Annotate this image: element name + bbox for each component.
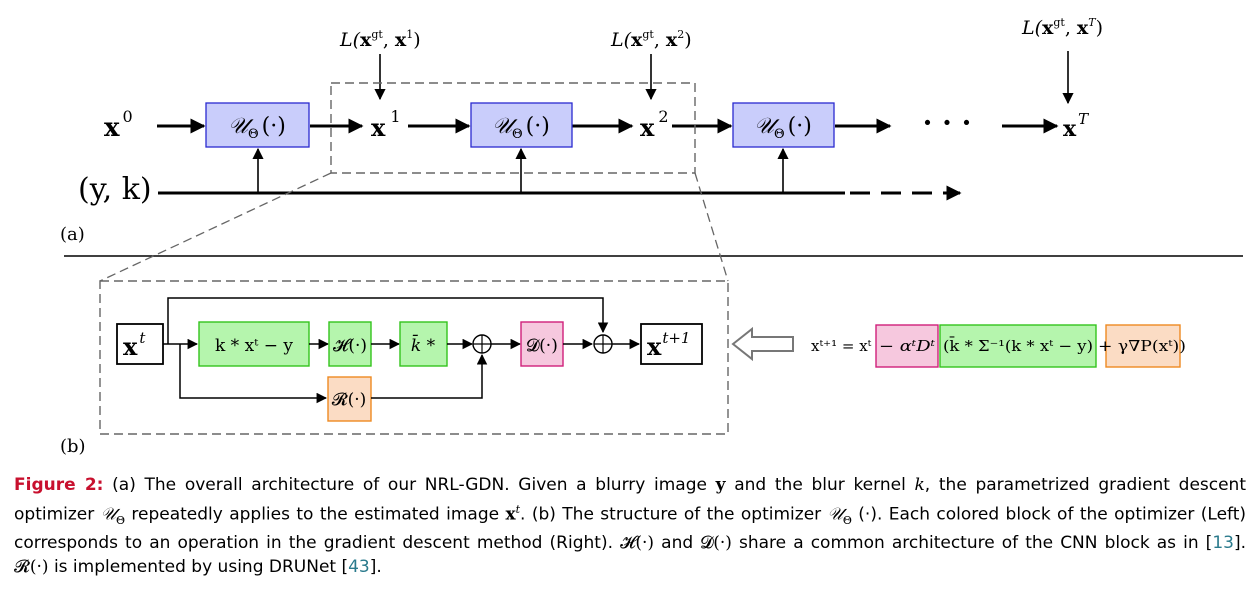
loss-label-2: L(xgt, x2) (610, 28, 692, 101)
optimizer-block-2: 𝒰Θ(·) (470, 102, 573, 148)
figure-caption: Figure 2: (a) The overall architecture o… (14, 475, 1247, 577)
optimizer-block-1: 𝒰Θ(·) (205, 102, 310, 148)
zoom-connector-left (99, 172, 332, 282)
svg-text:L(xgt, xT): L(xgt, xT) (1021, 16, 1103, 39)
svg-text:k̄ *: k̄ * (411, 333, 436, 356)
equation-pink-term (875, 324, 939, 368)
svg-text:xᵗ⁺¹ = xᵗ: xᵗ⁺¹ = xᵗ (811, 337, 872, 355)
kbar-block: k̄ * (399, 321, 448, 367)
gradient-descent-equation: xᵗ⁺¹ = xᵗ − αᵗDᵗ (k̄ * Σ⁻¹(k * xᵗ − y) +… (811, 324, 1186, 368)
svg-text:𝓡(·): 𝓡(·) (332, 390, 367, 410)
svg-text:L(xgt, x2): L(xgt, x2) (610, 28, 692, 51)
equation-green-term (939, 324, 1097, 368)
h-block: 𝓗(·) (328, 321, 372, 367)
citation-43[interactable]: 43 (348, 556, 370, 577)
d-block: 𝓓(·) (520, 321, 564, 367)
optimizer-detail-box (99, 280, 729, 435)
svg-text:L(xgt, x1): L(xgt, x1) (339, 28, 421, 51)
panel-b-label: (b) (60, 436, 86, 457)
ellipsis: · · · (923, 106, 972, 139)
regularizer-block: 𝓡(·) (327, 376, 372, 422)
panel-a-label: (a) (60, 224, 85, 245)
zoom-connector-right (694, 172, 729, 282)
regularizer-branch (179, 344, 328, 404)
output-node-xt1: xt+1 (640, 323, 703, 365)
optimizer-block-3: 𝒰Θ(·) (732, 102, 835, 148)
svg-text:k * xᵗ − y: k * xᵗ − y (215, 336, 293, 356)
svg-text:𝓓(·): 𝓓(·) (526, 336, 558, 356)
citation-13[interactable]: 13 (1212, 533, 1234, 554)
sum-node-icon (472, 334, 492, 354)
hollow-arrow-left-icon (731, 326, 794, 362)
svg-text:𝓗(·): 𝓗(·) (333, 336, 367, 356)
svg-text:xt+1: xt+1 (647, 329, 690, 361)
loss-label-3: L(xgt, xT) (1021, 16, 1103, 105)
skip-connection (167, 297, 609, 344)
svg-text:− αᵗDᵗ: − αᵗDᵗ (879, 337, 935, 355)
caption-label: Figure 2: (14, 475, 104, 495)
svg-text:+ γ∇P(xᵗ)): + γ∇P(xᵗ)) (1098, 337, 1186, 355)
equation-orange-term (1105, 324, 1181, 368)
sum-node-icon (593, 334, 613, 354)
input-label-yk: (y, k) (78, 172, 152, 207)
loss-label-1: L(xgt, x1) (339, 28, 421, 101)
svg-text:xt: xt (123, 329, 146, 361)
residual-block: k * xᵗ − y (198, 321, 310, 367)
regularizer-to-sum (371, 353, 488, 399)
svg-text:(k̄ * Σ⁻¹(k * xᵗ − y): (k̄ * Σ⁻¹(k * xᵗ − y) (943, 337, 1093, 355)
zoom-region-box (330, 82, 696, 174)
